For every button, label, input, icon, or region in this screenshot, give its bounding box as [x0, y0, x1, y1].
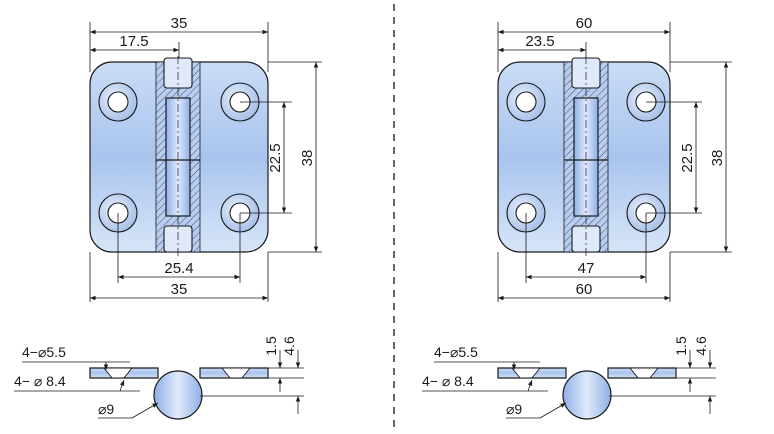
right-front-view: 60 23.5 22.5 38	[497, 15, 732, 302]
left-counterbore-large-label: 4− ⌀ 8.4	[14, 373, 66, 389]
left-knuckle-circle	[153, 370, 203, 420]
right-counterbore-large-label: 4− ⌀ 8.4	[422, 373, 474, 389]
left-pin-offset-label: 17.5	[119, 33, 148, 50]
left-height-label: 38	[299, 150, 316, 167]
right-section-view: 1.5 4.6 4−⌀5.5 4− ⌀ 8.4 ⌀9	[422, 336, 716, 420]
left-hole-spacing-v-label: 22.5	[267, 143, 284, 172]
left-top-width-label: 35	[171, 15, 188, 32]
left-thickness-total-label: 4.6	[281, 336, 297, 356]
right-pin-offset-label: 23.5	[525, 33, 554, 50]
left-knuckle-dia-label: ⌀9	[98, 401, 114, 417]
left-counterbore-small-label: 4−⌀5.5	[22, 344, 66, 360]
right-hole-spacing-v-label: 22.5	[679, 143, 696, 172]
left-thickness-thin-label: 1.5	[263, 336, 279, 356]
left-bottom-width-label: 35	[171, 281, 188, 298]
right-knuckle-dia-label: ⌀9	[506, 401, 522, 417]
right-counterbore-small-label: 4−⌀5.5	[434, 344, 478, 360]
right-thickness-total-label: 4.6	[693, 336, 709, 356]
right-height-label: 38	[709, 150, 726, 167]
right-bottom-width-label: 60	[576, 281, 593, 298]
right-top-width-label: 60	[576, 15, 593, 32]
left-front-view: 35 17.5 22.5 38	[89, 15, 322, 302]
right-hole-spacing-h-label: 47	[578, 260, 595, 277]
left-hole-spacing-h-label: 25.4	[164, 260, 193, 277]
right-thickness-thin-label: 1.5	[673, 336, 689, 356]
right-knuckle-circle	[562, 370, 612, 420]
left-section-view: 1.5 4.6 4−⌀5.5 4− ⌀ 8.4 ⌀9	[14, 336, 304, 420]
